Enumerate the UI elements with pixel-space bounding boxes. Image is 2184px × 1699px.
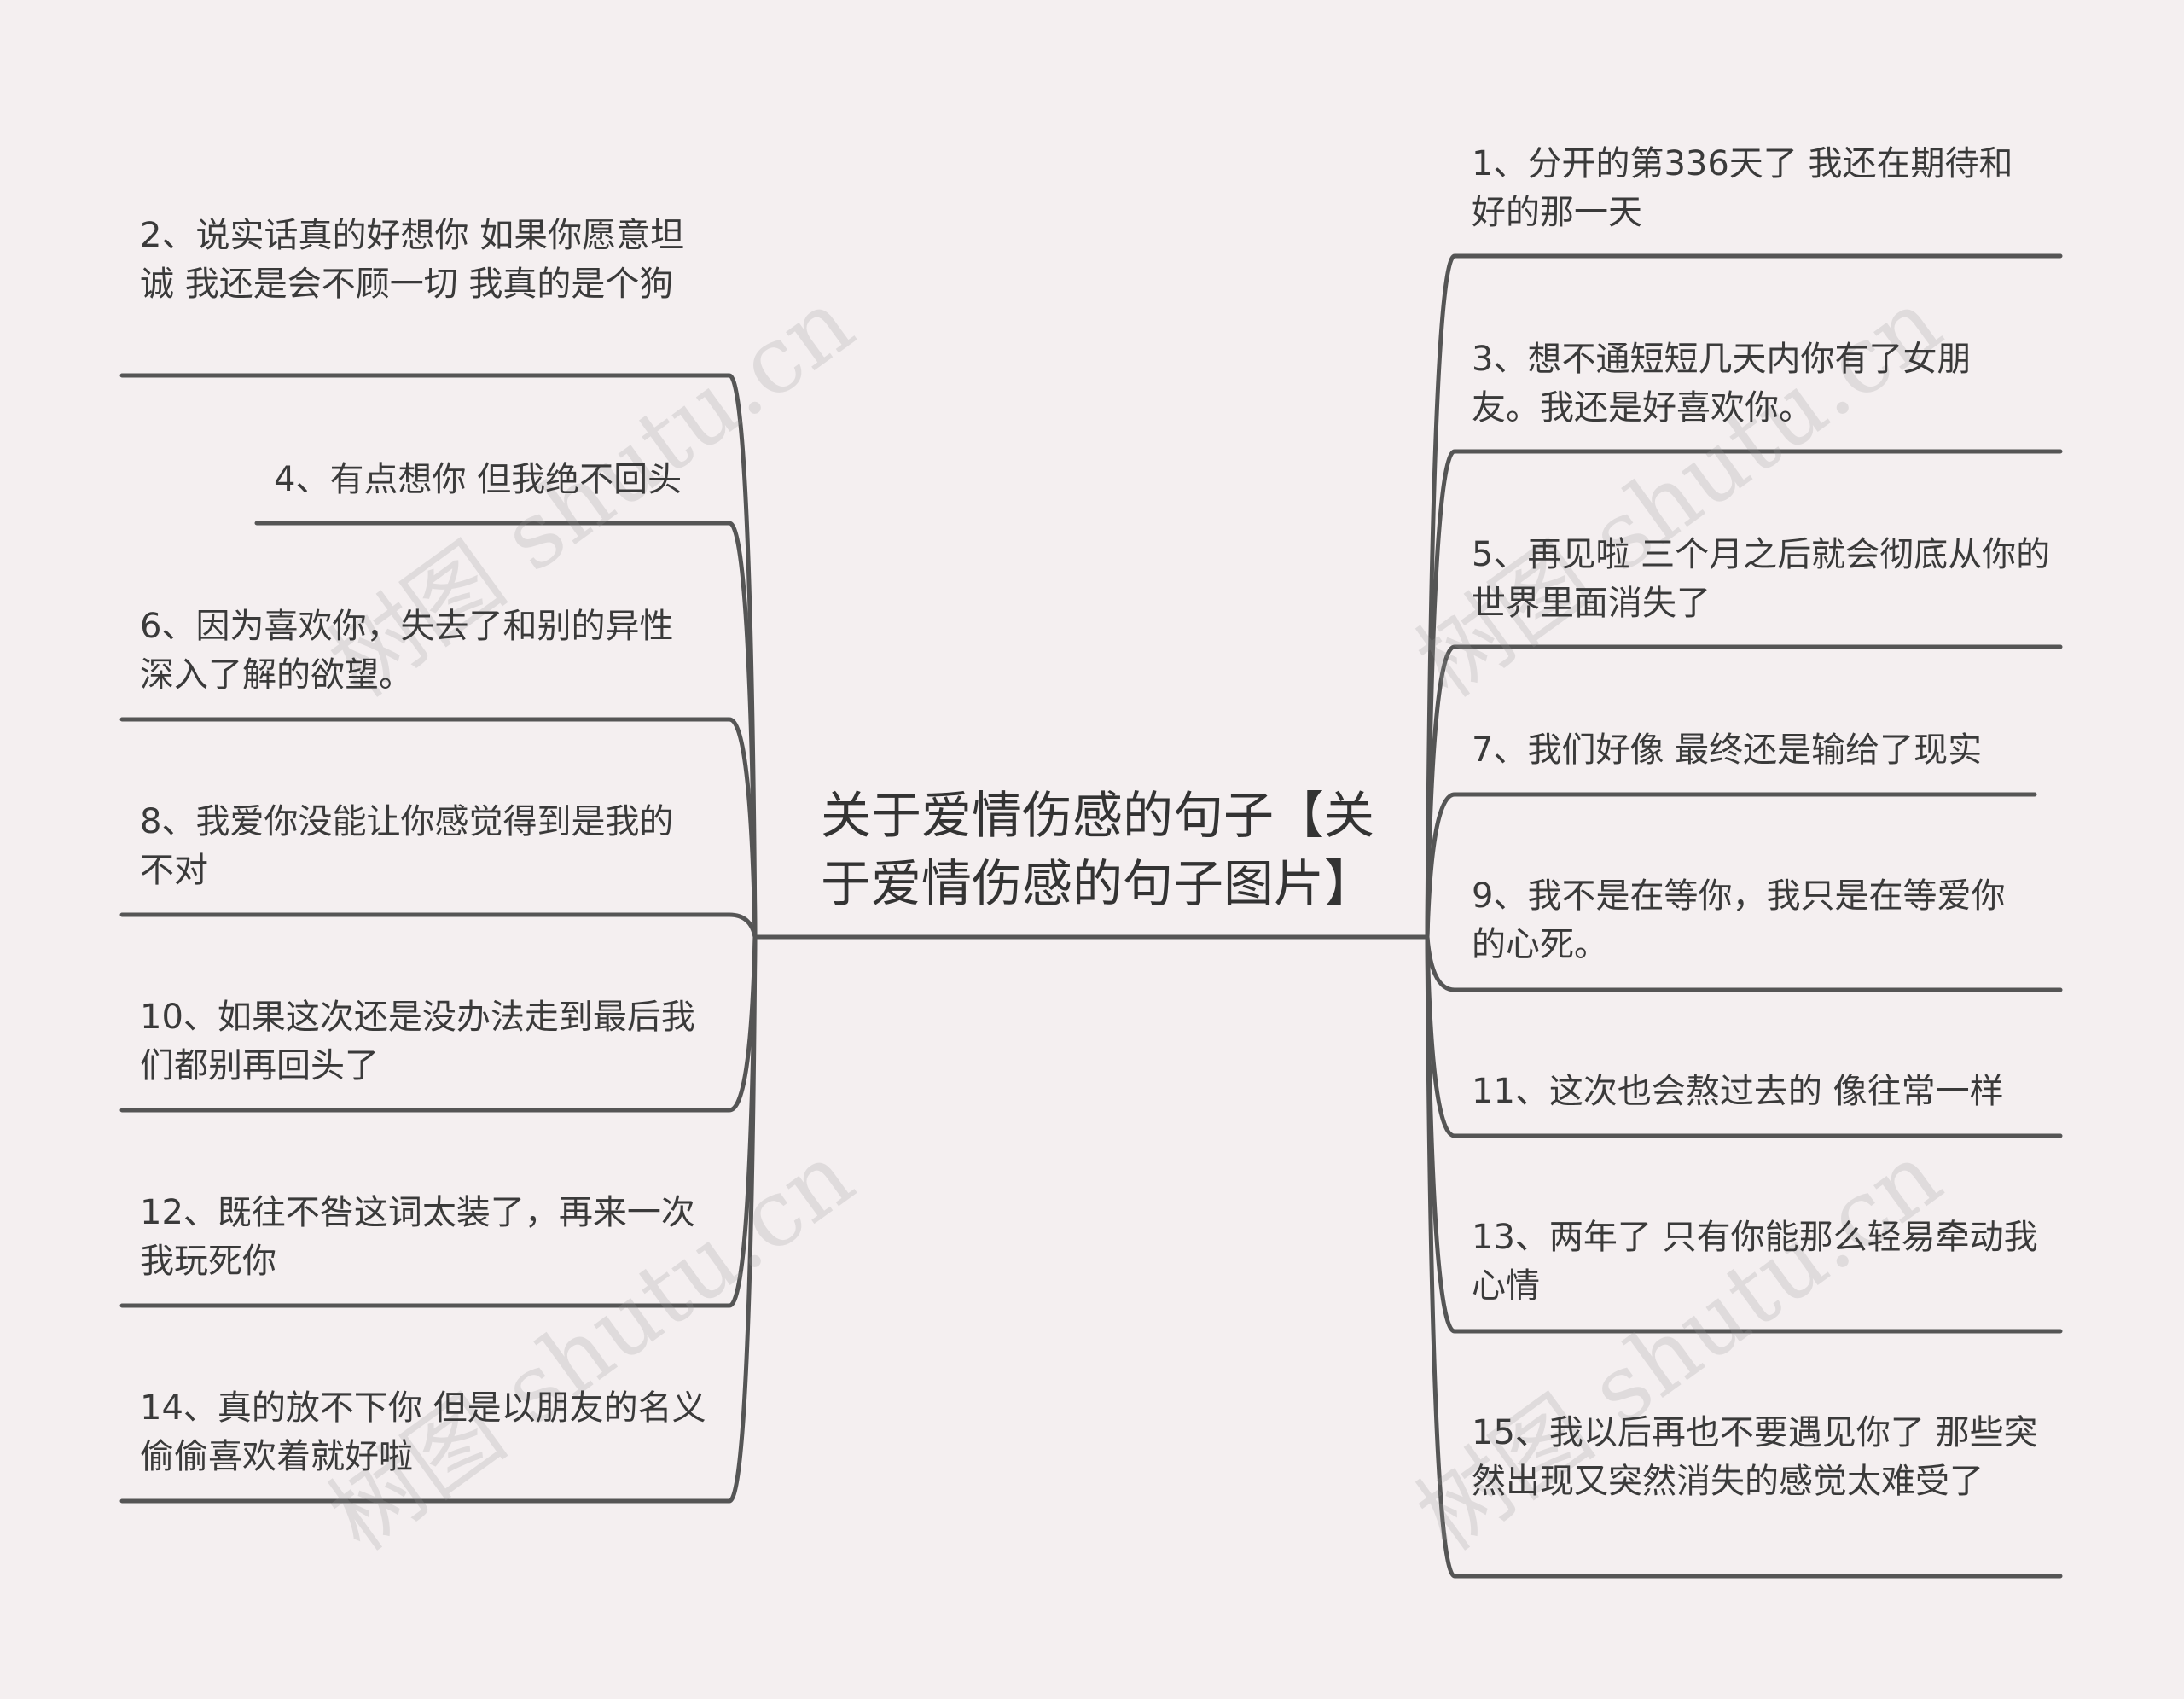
branch-item-3: 3、想不通短短几天内你有了女朋友。我还是好喜欢你。	[1472, 340, 1972, 428]
branch-item-15: 15、我以后再也不要遇见你了 那些突然出现又突然消失的感觉太难受了	[1472, 1413, 2038, 1501]
branch-item-12: 12、既往不咎这词太装了，再来一次我玩死你	[140, 1193, 695, 1281]
branch-item-5: 5、再见啦 三个月之后就会彻底从你的世界里面消失了	[1472, 535, 2051, 623]
branch-item-4: 4、有点想你 但我绝不回头	[274, 460, 682, 499]
branch-item-7: 7、我们好像 最终还是输给了现实	[1472, 730, 1983, 770]
branch-item-1: 1、分开的第336天了 我还在期待和好的那一天	[1472, 144, 2013, 232]
connector-left-1	[254, 521, 758, 940]
connector-left-3	[119, 912, 758, 940]
connector-right-2	[1425, 644, 2063, 940]
connector-right-1	[1425, 449, 2063, 940]
branch-item-6: 6、因为喜欢你，失去了和别的异性深入了解的欲望。	[140, 607, 674, 695]
connector-left-6	[119, 934, 758, 1504]
branch-item-11: 11、这次也会熬过去的 像往常一样	[1472, 1072, 2004, 1111]
branch-item-9: 9、我不是在等你，我只是在等爱你的心死。	[1472, 876, 2006, 964]
branch-item-8: 8、我爱你没能让你感觉得到是我的不对	[140, 802, 674, 890]
branch-item-2: 2、说实话真的好想你 如果你愿意坦诚 我还是会不顾一切 我真的是个狗	[140, 216, 685, 304]
branch-item-13: 13、两年了 只有你能那么轻易牵动我心情	[1472, 1218, 2038, 1306]
branch-item-14: 14、真的放不下你 但是以朋友的名义偷偷喜欢着就好啦	[140, 1388, 706, 1476]
connector-right-3	[1425, 792, 2037, 940]
connector-right-7	[1425, 934, 2063, 1579]
connector-left-2	[119, 717, 758, 940]
root-topic: 关于爱情伤感的句子【关于爱情伤感的句子图片】	[821, 786, 1375, 913]
branch-item-10: 10、如果这次还是没办法走到最后我们都别再回头了	[140, 998, 695, 1085]
